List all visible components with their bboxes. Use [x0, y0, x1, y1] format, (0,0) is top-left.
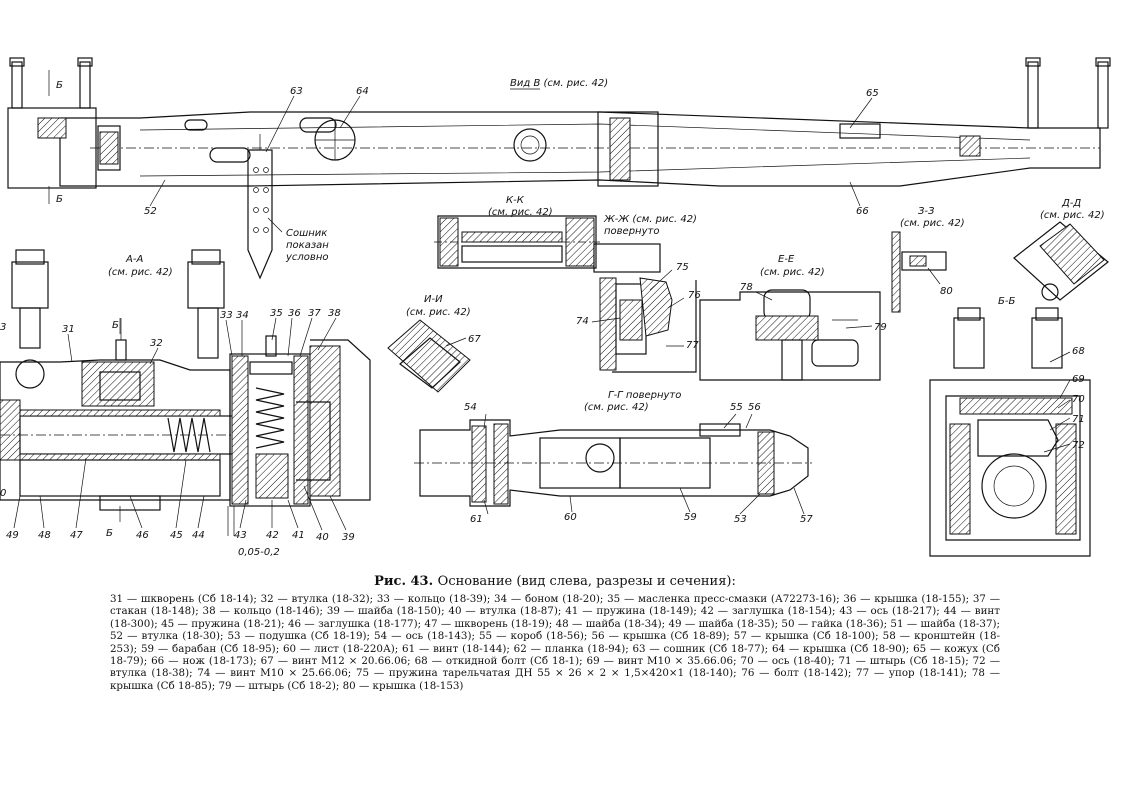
title-zz: З-З — [918, 206, 935, 217]
title-gg-ref: (см. рис. 42) — [584, 402, 649, 413]
title-zz-ref: (см. рис. 42) — [900, 218, 965, 229]
callout-71: 71 — [1072, 414, 1085, 425]
callout-53: 53 — [734, 514, 747, 525]
callout-76: 76 — [688, 290, 701, 301]
callout-75: 75 — [676, 262, 689, 273]
title-dd-ref: (см. рис. 42) — [1040, 210, 1105, 221]
callout-33: 33 — [220, 310, 233, 321]
callout-60: 60 — [564, 512, 577, 523]
view-titles: Вид В (см. рис. 42) К-К (см. рис. 42) Ж-… — [108, 78, 1105, 558]
section-gg — [414, 413, 812, 515]
title-zhzh: Ж-Ж (см. рис. 42) — [603, 214, 697, 225]
callout-49: 49 — [6, 530, 19, 541]
section-zhzh — [591, 243, 697, 373]
note-soshnik-1: Сошник — [286, 228, 327, 239]
title-zhzh-note: повернуто — [604, 226, 659, 237]
note-soshnik-2: показан — [286, 240, 329, 251]
section-kk — [434, 215, 600, 269]
section-zz — [891, 231, 947, 313]
callout-78: 78 — [740, 282, 753, 293]
callout-63: 63 — [290, 86, 303, 97]
title-aa: А-А — [125, 254, 143, 265]
section-aa — [0, 249, 371, 536]
callout-31: 31 — [62, 324, 75, 335]
title-ii: И-И — [424, 294, 443, 305]
figure-caption: Рис. 43. Основание (вид слева, разрезы и… — [110, 574, 1000, 692]
callout-42: 42 — [266, 530, 279, 541]
callout-43: 43 — [234, 530, 247, 541]
title-dd: Д-Д — [1061, 198, 1081, 209]
callout-35: 35 — [270, 308, 283, 319]
view-v-top-beam — [7, 57, 1111, 280]
callout-32: 32 — [150, 338, 163, 349]
section-ii — [387, 319, 471, 393]
callout-numbers: 63 64 65 52 66 Б Б Б Б 3 31 32 33 34 35 … — [0, 80, 1085, 543]
callout-69: 69 — [1072, 374, 1085, 385]
callout-65: 65 — [866, 88, 879, 99]
callout-45: 45 — [170, 530, 183, 541]
callout-52: 52 — [144, 206, 157, 217]
callout-80: 80 — [940, 286, 953, 297]
callout-0: 0 — [0, 488, 6, 499]
callout-46: 46 — [136, 530, 149, 541]
dimension-label: 0,05-0,2 — [238, 547, 280, 558]
callout-47: 47 — [70, 530, 83, 541]
title-aa-ref: (см. рис. 42) — [108, 267, 173, 278]
callout-36: 36 — [288, 308, 301, 319]
title-ii-ref: (см. рис. 42) — [406, 307, 471, 318]
title-ee-ref: (см. рис. 42) — [760, 267, 825, 278]
callout-77: 77 — [686, 340, 699, 351]
callout-39: 39 — [342, 532, 355, 543]
title-ee: Е-Е — [778, 254, 795, 265]
callout-54: 54 — [464, 402, 477, 413]
callout-38: 38 — [328, 308, 341, 319]
section-ee — [699, 289, 881, 381]
cut-mark-b-2: Б — [56, 194, 63, 205]
section-bb — [929, 307, 1091, 557]
callout-64: 64 — [356, 86, 369, 97]
callout-37: 37 — [308, 308, 321, 319]
callout-34: 34 — [236, 310, 249, 321]
note-soshnik-3: условно — [285, 252, 328, 263]
callout-70: 70 — [1072, 394, 1085, 405]
title-kk-ref: (см. рис. 42) — [488, 207, 553, 218]
cut-mark-b-1: Б — [56, 80, 63, 91]
callout-55: 55 — [730, 402, 743, 413]
caption-title-text: Основание (вид слева, разрезы и сечения)… — [437, 574, 736, 589]
caption-number: Рис. 43. — [374, 574, 434, 589]
callout-74: 74 — [576, 316, 589, 327]
callout-68: 68 — [1072, 346, 1085, 357]
callout-56: 56 — [748, 402, 761, 413]
callout-59: 59 — [684, 512, 697, 523]
callout-48: 48 — [38, 530, 51, 541]
caption-parts-list: 31 — шкворень (Сб 18-14); 32 — втулка (1… — [110, 593, 1000, 692]
cut-mark-b-3: Б — [112, 320, 119, 331]
callout-79: 79 — [874, 322, 887, 333]
callout-67: 67 — [468, 334, 481, 345]
title-vid-v: Вид В (см. рис. 42) — [510, 78, 608, 89]
caption-title: Рис. 43. Основание (вид слева, разрезы и… — [110, 574, 1000, 589]
title-bb: Б-Б — [998, 296, 1015, 307]
callout-3: 3 — [0, 322, 6, 333]
callout-61: 61 — [470, 514, 483, 525]
technical-drawing: Вид В (см. рис. 42) К-К (см. рис. 42) Ж-… — [0, 57, 1111, 558]
callout-40: 40 — [316, 532, 329, 543]
cut-mark-b-4: Б — [106, 528, 113, 539]
callout-72: 72 — [1072, 440, 1085, 451]
title-gg: Г-Г повернуто — [608, 390, 681, 401]
section-dd — [1013, 221, 1109, 301]
callout-41: 41 — [292, 530, 305, 541]
callout-66: 66 — [856, 206, 869, 217]
callout-57: 57 — [800, 514, 813, 525]
callout-44: 44 — [192, 530, 205, 541]
title-kk: К-К — [506, 195, 525, 206]
